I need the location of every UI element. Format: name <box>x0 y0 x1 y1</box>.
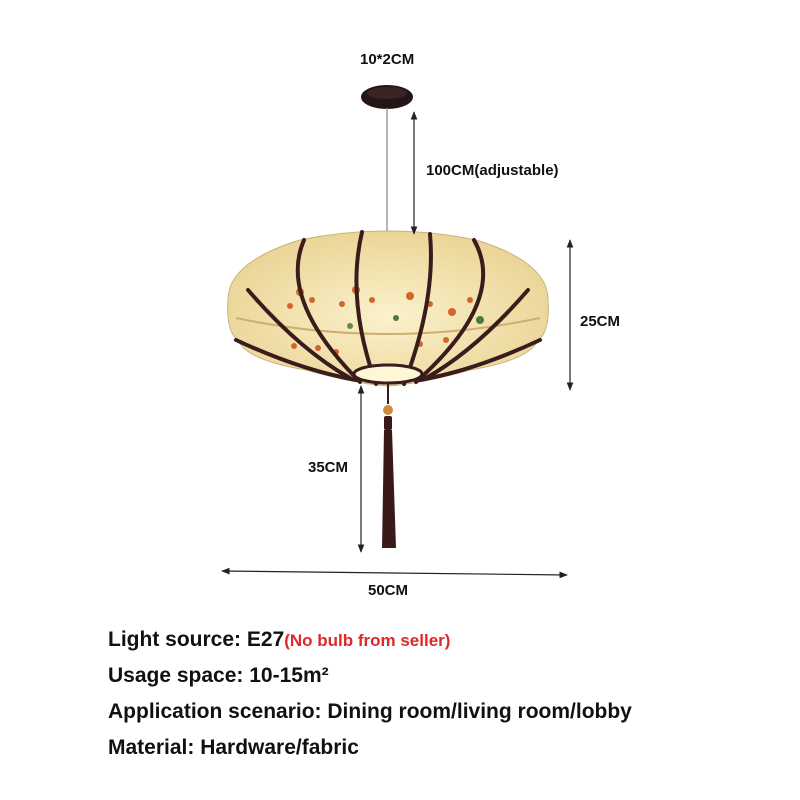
spec-text: Usage space: 10-15m² <box>108 664 329 687</box>
spec-text: Light source: E27 <box>108 628 285 651</box>
spec-material: Material: Hardware/fabric <box>108 732 632 768</box>
bottom-light-opening <box>352 363 424 385</box>
spec-light-source: Light source: E27(No bulb from seller) <box>108 624 632 660</box>
spec-text: Material: Hardware/fabric <box>108 736 359 759</box>
spec-usage-space: Usage space: 10-15m² <box>108 660 632 696</box>
shade-width-label: 50CM <box>368 582 409 599</box>
spec-note: (No bulb from seller) <box>284 631 451 650</box>
lantern-frame <box>234 230 542 386</box>
cable-length-label: 100CM(adjustable) <box>426 162 559 179</box>
ceiling-canopy <box>361 85 413 109</box>
lantern-shade <box>227 230 549 387</box>
spec-text: Application scenario: Dining room/living… <box>108 700 632 723</box>
canopy-size-label: 10*2CM <box>360 51 415 68</box>
spec-application-scenario: Application scenario: Dining room/living… <box>108 696 632 732</box>
width-dimension-arrow <box>221 567 568 579</box>
tassel-length-label: 35CM <box>308 459 349 476</box>
shade-height-label: 25CM <box>580 313 621 330</box>
spec-list: Light source: E27(No bulb from seller) U… <box>108 624 632 768</box>
tassel <box>382 384 396 548</box>
